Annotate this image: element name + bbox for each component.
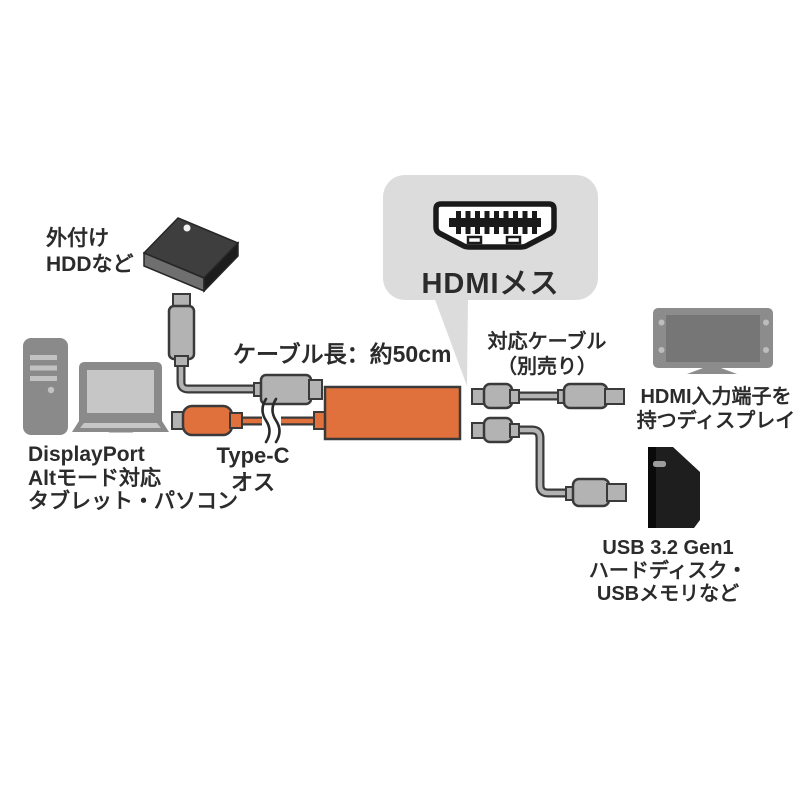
- usb-drive-icon: [648, 447, 700, 528]
- label-typec-male: Type-C オス: [198, 442, 308, 496]
- drive-led: [653, 461, 666, 467]
- label-display-device: HDMI入力端子を 持つディスプレイ: [634, 385, 798, 433]
- label-compatible-cable: 対応ケーブル （別売り）: [467, 330, 627, 380]
- cable-break-icon: [261, 397, 281, 444]
- label-line: 持つディスプレイ: [636, 410, 796, 432]
- label-line: 対応ケーブル: [487, 331, 607, 353]
- label-line: USBメモリなど: [596, 583, 740, 605]
- external-hdd-icon: [142, 217, 240, 293]
- label-line: HDMI入力端子を: [640, 386, 792, 408]
- label-hdmi-female: HDMIメス: [421, 268, 560, 300]
- label-line: オス: [230, 470, 275, 495]
- usb-connector-icon: [253, 373, 323, 406]
- adapter-body-icon: [323, 385, 462, 441]
- label-external-hdd: 外付け HDDなど: [46, 226, 134, 278]
- label-line: HDDなど: [46, 253, 134, 276]
- callout-tail: [434, 297, 468, 386]
- typec-plug-icon: [171, 404, 243, 437]
- display-icon: [653, 308, 773, 374]
- label-line: タブレット・パソコン: [28, 490, 238, 513]
- label-line: （別売り）: [497, 356, 597, 378]
- usb-connector-icon: [167, 293, 196, 367]
- label-source-device: DisplayPort Altモード対応 タブレット・パソコン: [28, 443, 238, 514]
- label-line: Altモード対応: [28, 466, 161, 490]
- hdd-led: [183, 224, 191, 232]
- label-line: Type-C: [216, 443, 290, 468]
- hdmi-female-port-icon: [433, 201, 557, 250]
- hdd-usb-cable: [167, 293, 323, 406]
- label-line: ハードディスク・: [588, 560, 748, 582]
- label-line: USB 3.2 Gen1: [602, 537, 734, 559]
- usb-cable-icon: [471, 416, 627, 508]
- label-usb-device: USB 3.2 Gen1 ハードディスク・ USBメモリなど: [586, 537, 750, 606]
- tower-pc-icon: [23, 338, 68, 435]
- label-cable-length: ケーブル長：約50cm: [233, 341, 452, 367]
- label-line: DisplayPort: [28, 443, 145, 466]
- typec-adapter-assembly: [171, 385, 462, 444]
- laptop-icon: [72, 362, 169, 433]
- hdmi-cable-icon: [471, 382, 625, 410]
- label-line: 外付け: [46, 227, 109, 250]
